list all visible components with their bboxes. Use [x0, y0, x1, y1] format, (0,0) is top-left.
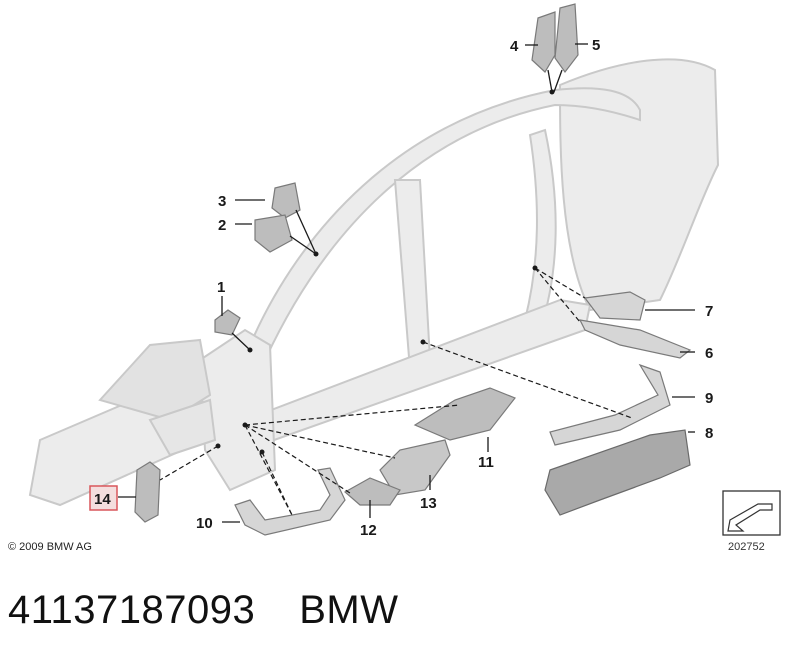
parts-diagram: 4 5 3 2 1 7 6 9 8 11 13 12 10 14	[28, 3, 781, 539]
callout-2: 2	[218, 217, 226, 234]
part-11	[413, 387, 516, 441]
part-3	[271, 182, 301, 219]
callout-9: 9	[705, 390, 713, 407]
leader-dots	[215, 89, 555, 455]
footer-caption: 41137187093 BMW	[8, 588, 399, 633]
part-7	[583, 291, 646, 321]
callout-6: 6	[705, 345, 713, 362]
leader-lines	[118, 43, 695, 523]
copyright-text: © 2009 BMW AG	[8, 541, 92, 553]
callout-10: 10	[196, 515, 213, 532]
callout-5: 5	[592, 37, 600, 54]
part-5	[554, 3, 579, 74]
callout-4: 4	[510, 38, 519, 55]
car-body-frame	[28, 58, 720, 507]
callout-11: 11	[478, 454, 494, 471]
callout-3: 3	[218, 193, 226, 210]
diagram-reference-number: 202752	[728, 541, 765, 553]
callout-13: 13	[420, 495, 437, 512]
callout-14: 14	[94, 491, 111, 508]
part-4	[531, 11, 556, 73]
callout-7: 7	[705, 303, 713, 320]
part-10	[234, 467, 346, 536]
part-8	[544, 429, 691, 516]
part-9	[549, 363, 671, 446]
callout-12: 12	[360, 522, 377, 539]
reference-arrow-icon	[722, 490, 781, 536]
dashed-leaders	[159, 267, 633, 516]
callout-14-highlight: 14	[89, 485, 118, 511]
part-14	[134, 461, 161, 523]
part-6	[578, 319, 692, 359]
part-2	[254, 214, 293, 253]
callout-1: 1	[217, 279, 225, 296]
callout-8: 8	[705, 425, 713, 442]
part-number: 41137187093	[8, 588, 256, 632]
brand-name: BMW	[299, 588, 399, 632]
part-12	[343, 477, 401, 506]
part-1	[214, 309, 241, 336]
